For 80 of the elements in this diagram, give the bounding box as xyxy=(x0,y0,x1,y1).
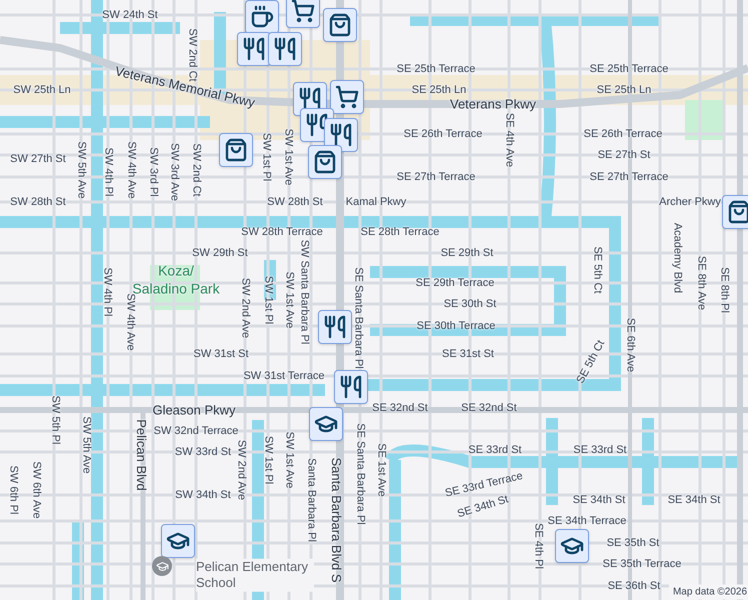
street-label: Santa Barbara Pl xyxy=(304,458,318,542)
street-label: SW 28th St xyxy=(10,194,66,210)
street-label: SE 27th St xyxy=(598,148,650,163)
street-label: SE 6th Ave xyxy=(623,318,638,372)
street-label: Academy Blvd xyxy=(670,222,684,294)
street-label: SW 32nd Terrace xyxy=(154,424,238,439)
street-label: SE 4th Pl xyxy=(531,523,546,569)
street-label: SE 34th St xyxy=(668,492,720,508)
street-label: SE 29th St xyxy=(440,246,494,261)
street-label: SW 1st Ave xyxy=(282,432,296,488)
street-label: SW 6th Ave xyxy=(29,461,44,519)
street-label: SW 1st Ave xyxy=(281,128,296,186)
street-label: SE 29th Terrace xyxy=(416,276,494,291)
street-label: SW 1st Pl xyxy=(261,276,276,324)
street-label: SW 2nd Ave xyxy=(238,278,252,338)
street-label: SW Santa Barbara Pl xyxy=(297,240,312,344)
street-label: SW 31st Terrace xyxy=(243,368,325,384)
street-label: SE 34th Terrace xyxy=(548,514,626,529)
street-label: SW 1st Pl xyxy=(259,132,274,182)
street-label: SW 1st Pl xyxy=(261,436,276,484)
street-label: SW 5th Pl xyxy=(48,396,62,444)
street-label: SW 25th Ln xyxy=(13,82,71,98)
street-label: SE 5th Ct xyxy=(590,246,604,294)
street-label: SE 25th Terrace xyxy=(590,62,668,77)
street-label: SW 34th St xyxy=(175,488,231,503)
street-label: Gleason Pkwy xyxy=(152,401,236,420)
street-label: SW 5th Ave xyxy=(79,416,94,474)
street-label: SW 29th St xyxy=(192,246,248,261)
street-label: Archer Pkwy xyxy=(659,194,721,210)
street-label: SE 25th Ln xyxy=(412,82,466,98)
street-label: SW 2nd Ct xyxy=(186,28,198,82)
street-label: SE 35th St xyxy=(606,536,660,551)
street-label: Pelican Blvd xyxy=(132,419,150,491)
street-label: SW 5th Ave xyxy=(74,141,88,199)
street-label: SW 4th Pl xyxy=(100,268,114,316)
street-label: SW 2nd Ct xyxy=(189,143,204,197)
street-label: SE 32nd St xyxy=(461,400,517,416)
street-label: SW 1st Ave xyxy=(282,272,296,328)
street-label: Santa Barbara Blvd S xyxy=(328,457,345,583)
street-label: SW 27th St xyxy=(10,152,66,167)
street-label: SE 36th St xyxy=(608,578,660,594)
street-label: SW 6th Pl xyxy=(6,466,20,514)
street-label: Veterans Pkwy xyxy=(450,95,536,114)
street-label: SW 24th St xyxy=(102,8,158,23)
street-label: SW 4th Ave xyxy=(123,293,136,351)
street-label: SE 26th Terrace xyxy=(404,126,482,142)
street-label: SE 34th St xyxy=(456,493,511,522)
street-label: SE 33rd St xyxy=(573,442,627,458)
street-label: SE 27th Terrace xyxy=(396,170,476,185)
street-label: SW 3rd Pl xyxy=(146,147,160,197)
street-label: SW 28th St xyxy=(267,194,323,210)
map-attribution: Map data ©2026 xyxy=(668,584,748,600)
street-label: SW 28th Terrace xyxy=(241,224,323,240)
street-label: SW 2nd Ave xyxy=(234,440,248,500)
street-label: SE 35th Terrace xyxy=(602,556,682,572)
street-label: SW 4th Pl xyxy=(101,148,116,196)
street-label: SE 8th Ave xyxy=(694,256,708,310)
street-label: SE Santa Barbara Pl xyxy=(351,267,366,369)
street-label: SE 34th St xyxy=(572,492,626,508)
street-label: SE 25th Ln xyxy=(596,82,652,98)
street-label: SE 5th Ct xyxy=(573,337,608,387)
street-label: SE 31st St xyxy=(442,346,494,362)
street-label: SE 30th St xyxy=(444,296,496,312)
street-label: SE 32nd St xyxy=(372,400,428,416)
street-label: SE 8th Pl xyxy=(717,267,732,313)
street-label: SE 4th Ave xyxy=(502,112,516,168)
street-label: SW 31st St xyxy=(193,346,249,362)
street-label: SW 3rd Ave xyxy=(167,143,182,201)
street-label: SE 28th Terrace xyxy=(360,224,440,240)
street-label: SE 1st Ave xyxy=(374,443,388,497)
street-label: SE Santa Barbara Pl xyxy=(353,423,368,525)
street-label: SE 25th Terrace xyxy=(396,62,476,77)
place-label: Pelican Elementary School xyxy=(196,558,314,592)
street-label: SW 4th Ave xyxy=(124,141,138,199)
street-label: SE 26th Terrace xyxy=(584,126,662,142)
street-label: SE 27th Terrace xyxy=(590,170,668,185)
street-label: SE 30th Terrace xyxy=(416,318,496,334)
street-label: SW 33rd St xyxy=(174,444,232,460)
street-label: Kamal Pkwy xyxy=(346,194,406,210)
street-label: SE 33rd St xyxy=(468,442,522,458)
